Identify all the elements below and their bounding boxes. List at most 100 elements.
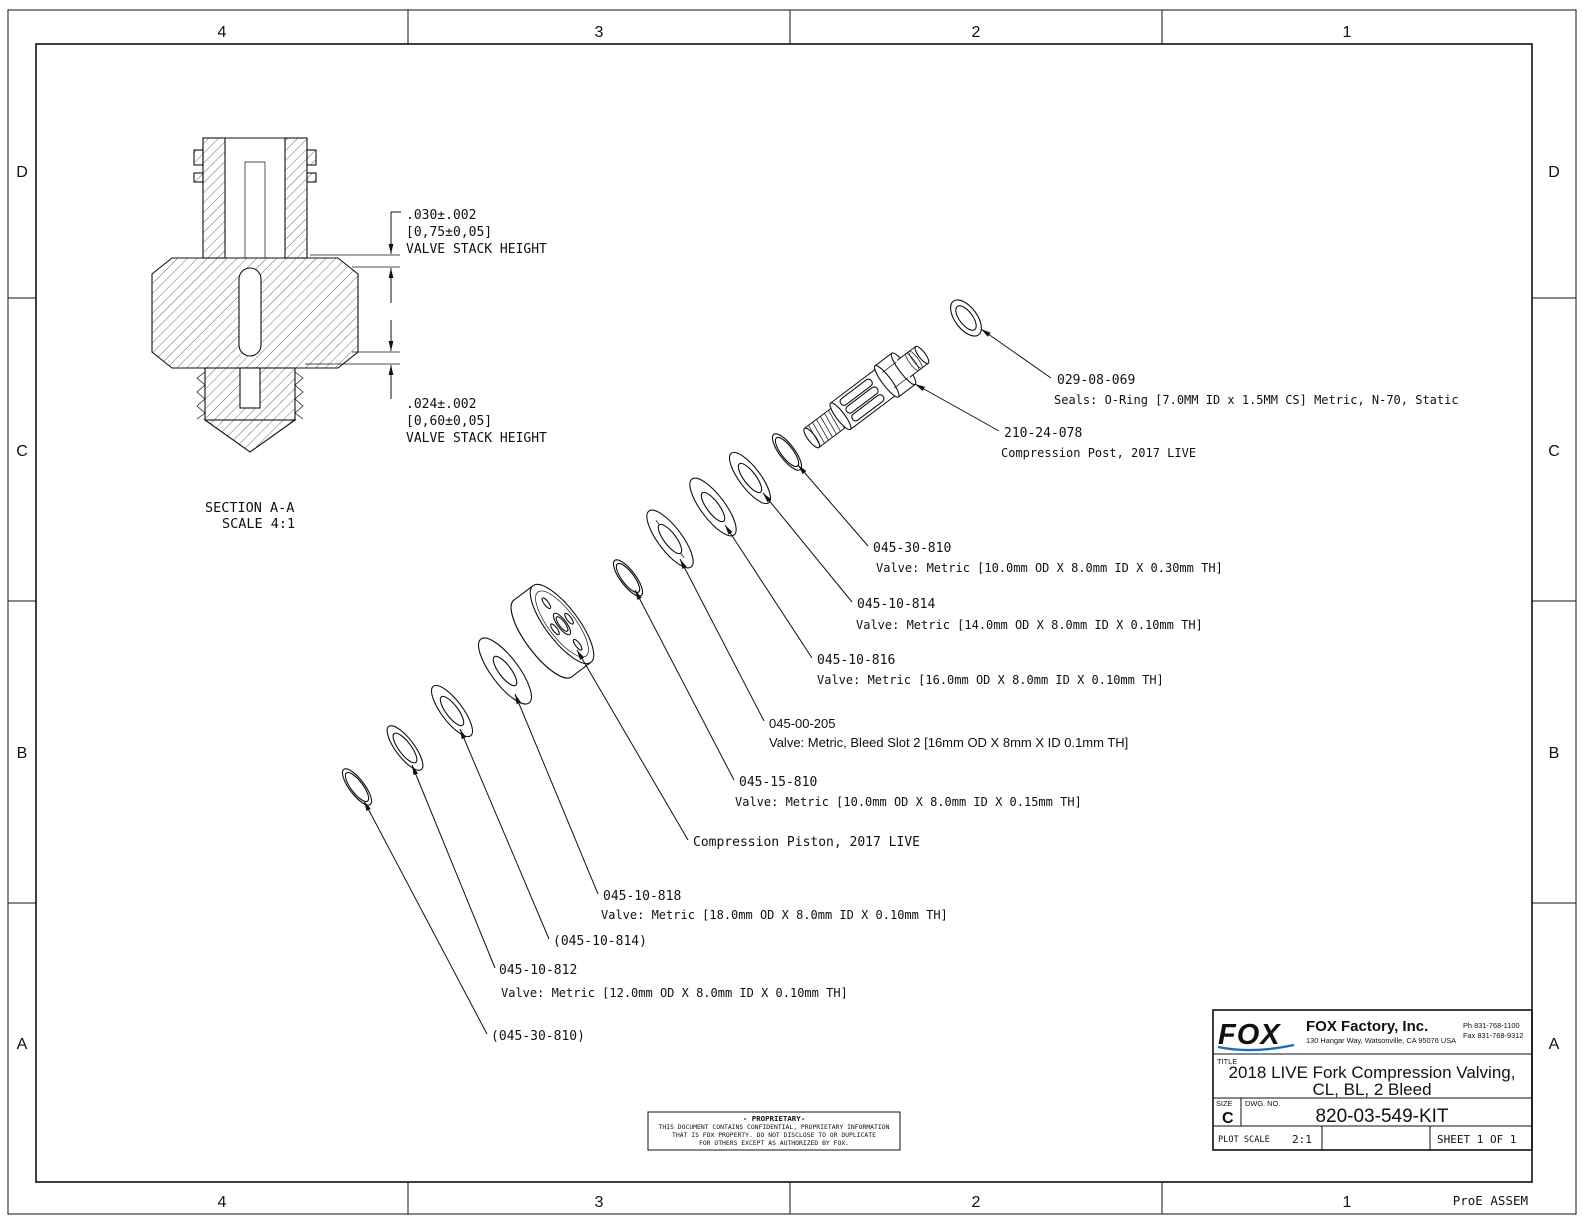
callout-045-10-816: 045-10-816 Valve: Metric [16.0mm OD X 8.…: [724, 524, 1164, 687]
part-desc: Valve: Metric, Bleed Slot 2 [16mm OD X 8…: [769, 735, 1128, 750]
company-name: FOX Factory, Inc.: [1306, 1018, 1428, 1035]
part-code: (045-10-814): [553, 934, 647, 949]
proprietary-note: - PROPRIETARY- THIS DOCUMENT CONTAINS CO…: [647, 1111, 901, 1151]
proprietary-text: THIS DOCUMENT CONTAINS CONFIDENTIAL, PRO…: [659, 1123, 890, 1131]
zone-row-label: B: [17, 745, 28, 762]
part-desc: Valve: Metric [16.0mm OD X 8.0mm ID X 0.…: [817, 673, 1164, 687]
zone-col-label: 3: [595, 1194, 604, 1211]
zone-row-label: D: [16, 164, 28, 181]
callout-029-08-069: 029-08-069 Seals: O-Ring [7.0MM ID x 1.5…: [980, 328, 1459, 407]
callout-045-10-814: 045-10-814 Valve: Metric [14.0mm OD X 8.…: [762, 492, 1203, 632]
part-washer-045-30-810: [771, 433, 803, 471]
callout-045-10-818: 045-10-818 Valve: Metric [18.0mm OD X 8.…: [514, 693, 948, 922]
callout-045-00-205: 045-00-205 Valve: Metric, Bleed Slot 2 […: [679, 558, 1128, 750]
part-washer-045-10-816: [689, 477, 737, 537]
plot-scale-label: PLOT SCALE: [1218, 1135, 1270, 1145]
fox-logo-swoosh: [1217, 1043, 1295, 1052]
zone-col-label: 3: [595, 24, 604, 41]
part-washer-045-15-810: [612, 559, 644, 597]
dimension-bottom: .024±.002 [0,60±0,05] VALVE STACK HEIGHT: [305, 320, 547, 446]
zone-col-label: 2: [972, 1194, 981, 1211]
section-caption: SECTION A-A: [205, 500, 294, 516]
callout-045-10-812: 045-10-812 Valve: Metric [12.0mm OD X 8.…: [411, 764, 848, 1000]
plot-scale-value: 2:1: [1292, 1133, 1312, 1146]
dwg-no-label: DWG. NO.: [1245, 1099, 1280, 1108]
title-label: TITLE: [1217, 1057, 1237, 1066]
dim-metric: [0,75±0,05]: [406, 225, 492, 240]
part-code: 045-10-814: [857, 597, 935, 612]
company-phone: Ph 831-768-1100: [1463, 1021, 1520, 1030]
sheet-value: SHEET 1 OF 1: [1437, 1133, 1516, 1146]
part-desc: Compression Piston, 2017 LIVE: [693, 835, 920, 850]
callout-210-24-078: 210-24-078 Compression Post, 2017 LIVE: [914, 383, 1196, 460]
callout-045-15-810: 045-15-810 Valve: Metric [10.0mm OD X 8.…: [634, 589, 1082, 809]
zone-labels: 4 3 2 1 4 3 2 1 D C B A D C B A: [16, 24, 1560, 1211]
zone-row-label: B: [1549, 745, 1560, 762]
zone-col-label: 1: [1343, 1194, 1352, 1211]
callout-045-30-810-dup: (045-30-810): [363, 800, 585, 1044]
part-code: 029-08-069: [1057, 373, 1135, 388]
zone-row-label: C: [16, 443, 28, 460]
zone-row-label: C: [1548, 443, 1560, 460]
part-code: 045-15-810: [739, 775, 817, 790]
part-code: 045-30-810: [873, 541, 951, 556]
size-label: SIZE: [1216, 1099, 1232, 1108]
part-compression-piston: [510, 583, 595, 679]
dwg-no-value: 820-03-549-KIT: [1315, 1106, 1448, 1127]
part-washer-045-10-818: [478, 637, 532, 705]
part-oring-029-08-069: [950, 299, 982, 337]
proprietary-text: THAT IS FOX PROPERTY. DO NOT DISCLOSE TO…: [672, 1131, 876, 1139]
company-fax: Fax 831-768-9312: [1463, 1031, 1523, 1040]
part-desc: Valve: Metric [10.0mm OD X 8.0mm ID X 0.…: [735, 795, 1082, 809]
part-compression-post-210-24-078: [803, 345, 930, 449]
part-code: 045-10-816: [817, 653, 895, 668]
part-washer-045-10-814-dup: [430, 684, 474, 738]
zone-col-label: 4: [218, 24, 227, 41]
fox-logo: FOX: [1218, 1019, 1281, 1051]
dimension-top: .030±.002 [0,75±0,05] VALVE STACK HEIGHT: [310, 208, 547, 303]
drawing-title-line1: 2018 LIVE Fork Compression Valving,: [1229, 1063, 1516, 1082]
zone-row-label: A: [1549, 1036, 1560, 1053]
part-desc: Valve: Metric [18.0mm OD X 8.0mm ID X 0.…: [601, 908, 948, 922]
part-desc: Valve: Metric [10.0mm OD X 8.0mm ID X 0.…: [876, 561, 1223, 575]
part-washer-045-30-810-dup: [341, 768, 373, 806]
callout-045-30-810: 045-30-810 Valve: Metric [10.0mm OD X 8.…: [797, 464, 1223, 575]
zone-col-label: 1: [1343, 24, 1352, 41]
zone-col-label: 4: [218, 1194, 227, 1211]
border-ticks: [8, 10, 1576, 1214]
section-scale: SCALE 4:1: [222, 516, 295, 532]
proprietary-text: FOR OTHERS EXCEPT AS AUTHORIZED BY FOX.: [699, 1139, 849, 1147]
size-value: C: [1222, 1110, 1234, 1127]
company-address: 130 Hangar Way, Watsonville, CA 95076 US…: [1306, 1036, 1456, 1045]
proprietary-title: - PROPRIETARY-: [743, 1114, 805, 1123]
part-callouts: 029-08-069 Seals: O-Ring [7.0MM ID x 1.5…: [363, 328, 1459, 1044]
callout-045-10-814-dup: (045-10-814): [459, 728, 647, 949]
part-washer-045-10-814: [728, 451, 772, 505]
dim-value: .024±.002: [406, 397, 476, 412]
dim-label: VALVE STACK HEIGHT: [406, 242, 547, 257]
zone-row-label: D: [1548, 164, 1560, 181]
dim-metric: [0,60±0,05]: [406, 414, 492, 429]
sheet-border: 4 3 2 1 4 3 2 1 D C B A D C B A: [7, 9, 1577, 1215]
section-view: SECTION A-A SCALE 4:1: [151, 137, 359, 532]
footer-note: ProE ASSEM: [1453, 1193, 1528, 1208]
zone-col-label: 2: [972, 24, 981, 41]
part-code: 045-00-205: [769, 716, 836, 731]
part-desc: Valve: Metric [12.0mm OD X 8.0mm ID X 0.…: [501, 986, 848, 1000]
exploded-view: [341, 299, 982, 806]
zone-row-label: A: [17, 1036, 28, 1053]
part-desc: Seals: O-Ring [7.0MM ID x 1.5MM CS] Metr…: [1054, 393, 1459, 407]
part-desc: Compression Post, 2017 LIVE: [1001, 446, 1196, 460]
dim-label: VALVE STACK HEIGHT: [406, 431, 547, 446]
callout-compression-piston: Compression Piston, 2017 LIVE: [576, 649, 920, 850]
part-code: (045-30-810): [491, 1029, 585, 1044]
part-code: 045-10-818: [603, 889, 681, 904]
part-washer-045-00-205: [646, 509, 694, 569]
part-code: 045-10-812: [499, 963, 577, 978]
part-code: 210-24-078: [1004, 426, 1082, 441]
dim-value: .030±.002: [406, 208, 476, 223]
title-block: FOX FOX Factory, Inc. 130 Hangar Way, Wa…: [1212, 1009, 1533, 1151]
part-washer-045-10-812: [386, 725, 424, 771]
